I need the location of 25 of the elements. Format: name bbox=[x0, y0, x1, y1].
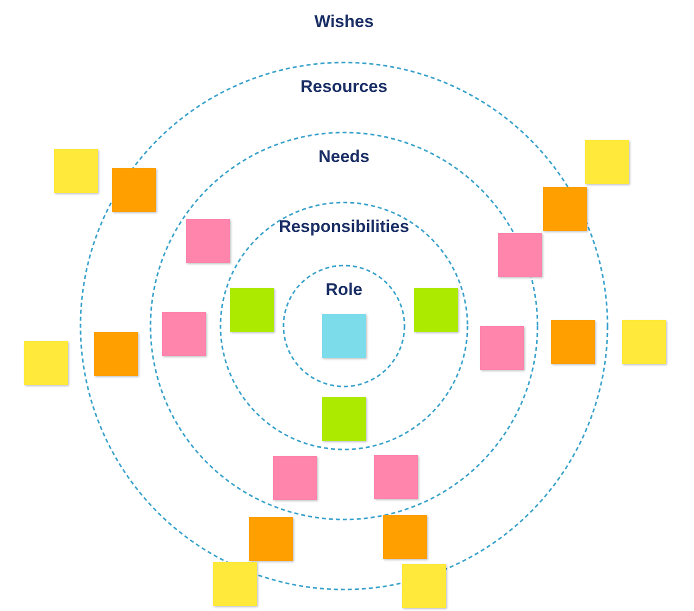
sticky-note bbox=[382, 515, 427, 560]
sticky-note bbox=[622, 320, 666, 364]
sticky-note bbox=[186, 219, 230, 264]
ring-label: Needs bbox=[318, 147, 370, 167]
sticky-note bbox=[322, 397, 366, 441]
ring-label: Responsibilities bbox=[278, 217, 410, 237]
sticky-note bbox=[402, 564, 446, 608]
sticky-note bbox=[480, 326, 524, 370]
ring-label: Role bbox=[326, 280, 362, 300]
sticky-note bbox=[584, 140, 629, 184]
sticky-note bbox=[212, 562, 257, 606]
sticky-note bbox=[322, 314, 366, 358]
sticky-note bbox=[248, 516, 293, 561]
ring-label: Resources bbox=[300, 77, 388, 97]
sticky-note bbox=[162, 312, 206, 356]
ring-label: Wishes bbox=[313, 12, 375, 32]
sticky-note bbox=[551, 320, 596, 364]
sticky-note bbox=[24, 340, 68, 385]
sticky-note bbox=[414, 288, 458, 332]
sticky-note bbox=[498, 232, 542, 277]
sticky-note bbox=[272, 456, 317, 500]
sticky-note bbox=[374, 455, 418, 500]
sticky-note bbox=[54, 149, 98, 193]
sticky-note bbox=[94, 332, 138, 376]
sticky-note bbox=[230, 288, 274, 332]
